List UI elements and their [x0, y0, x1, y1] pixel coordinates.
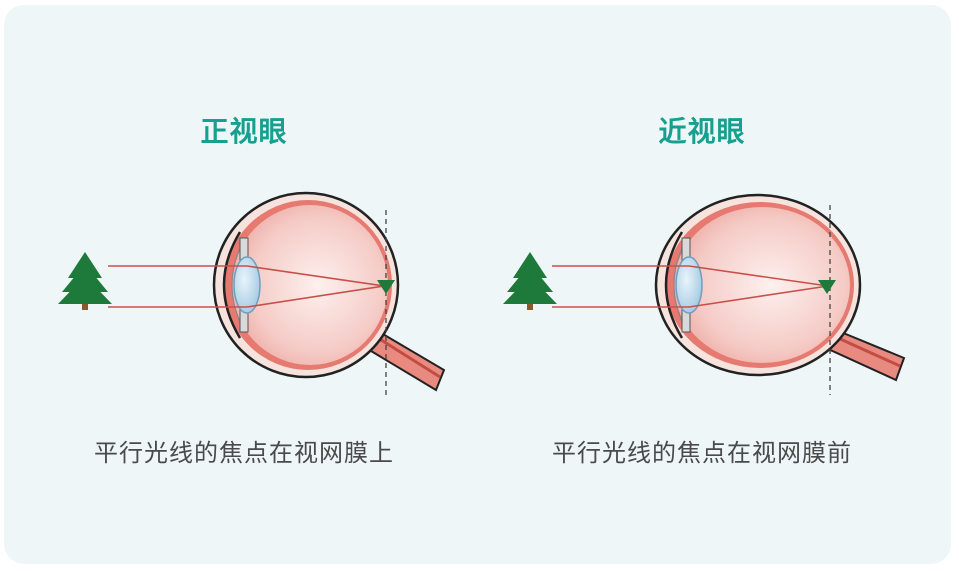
focused-image-icon [818, 280, 836, 294]
panel-normal-eye: 正视眼 [4, 5, 474, 564]
vitreous-body [674, 207, 850, 363]
normal-eye-diagram [58, 191, 446, 395]
panel-myopic-eye: 近视眼 [456, 5, 926, 564]
myopic-eye-diagram [503, 193, 906, 395]
tree-icon [503, 252, 557, 310]
light-rays [552, 265, 829, 308]
diagram-card: 正视眼 [4, 5, 951, 564]
panel-caption: 平行光线的焦点在视网膜前 [552, 439, 852, 467]
light-rays [108, 265, 385, 308]
tree-icon [58, 252, 112, 310]
cornea [664, 231, 684, 339]
cornea [222, 231, 242, 339]
panel-caption: 平行光线的焦点在视网膜上 [94, 439, 394, 467]
panel-title: 近视眼 [658, 115, 746, 148]
lens [675, 256, 703, 314]
vitreous-body [232, 205, 388, 365]
focused-image-icon [377, 280, 395, 294]
panel-title: 正视眼 [200, 115, 288, 148]
lens [233, 256, 261, 314]
